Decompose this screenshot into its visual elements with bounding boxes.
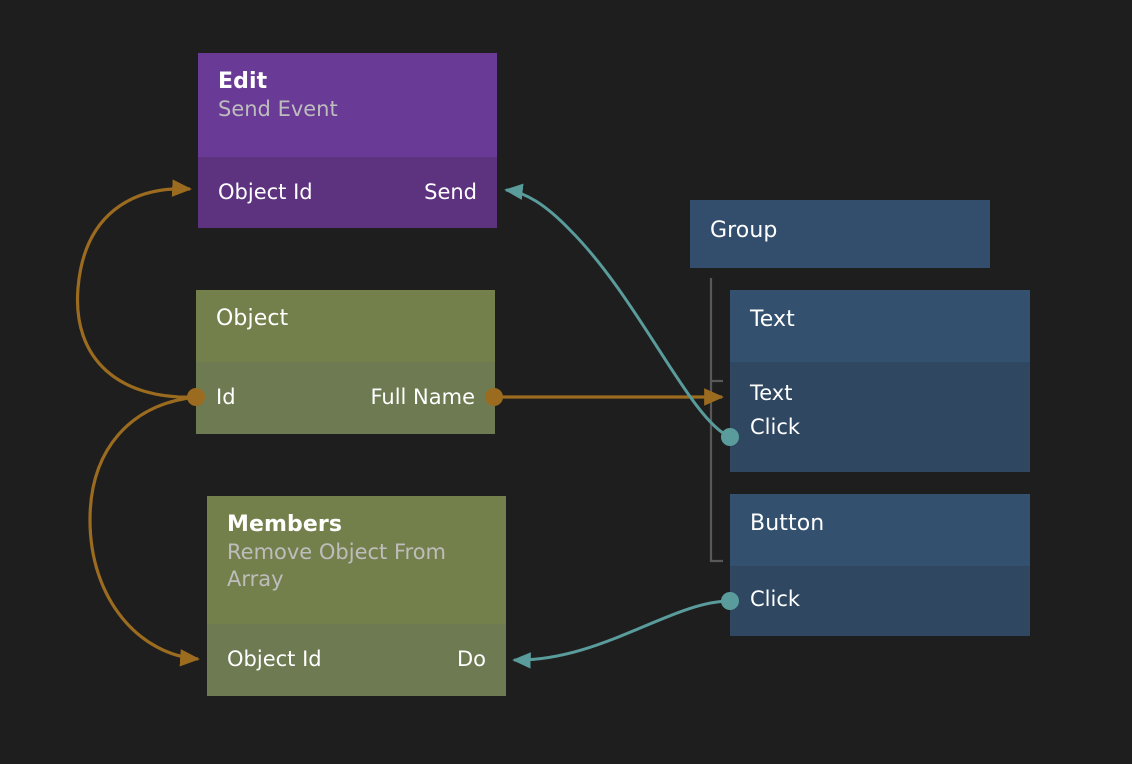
node-edit-body[interactable]: Object Id Send	[198, 157, 497, 228]
node-object-port-row: Id Full Name	[216, 380, 475, 414]
node-object-body[interactable]: Id Full Name	[196, 362, 495, 434]
node-text-title: Text	[750, 307, 795, 332]
node-members-subtitle: Remove Object From Array	[227, 539, 446, 592]
node-text-body[interactable]: Text Click	[730, 362, 1030, 472]
node-text-event-click[interactable]: Click	[750, 415, 801, 439]
group-tree-lines	[709, 278, 723, 563]
node-button[interactable]: Button Click	[730, 494, 1030, 636]
node-edit-header[interactable]: Edit Send Event	[198, 53, 497, 157]
wire-object-id-to-edit-object-id	[75, 179, 197, 399]
wire-button-click-to-members-do	[512, 599, 731, 669]
node-edit-input-object-id[interactable]: Object Id	[218, 180, 313, 204]
node-button-title: Button	[750, 511, 825, 536]
node-members-header[interactable]: Members Remove Object From Array	[207, 496, 506, 624]
node-text-port-row-click: Click	[750, 410, 1010, 444]
node-edit[interactable]: Edit Send Event Object Id Send	[198, 53, 497, 228]
node-members-port-row: Object Id Do	[227, 642, 486, 676]
node-edit-subtitle: Send Event	[218, 96, 338, 121]
node-button-port-row-click: Click	[750, 582, 1010, 616]
node-button-event-click[interactable]: Click	[750, 587, 801, 611]
node-button-body[interactable]: Click	[730, 566, 1030, 636]
node-members[interactable]: Members Remove Object From Array Object …	[207, 496, 506, 696]
node-members-input-object-id[interactable]: Object Id	[227, 647, 322, 671]
node-members-body[interactable]: Object Id Do	[207, 624, 506, 696]
node-members-output-do[interactable]: Do	[456, 647, 486, 671]
node-object-header[interactable]: Object	[196, 290, 495, 362]
port-dot-text-click[interactable]	[721, 428, 739, 446]
node-text-port-row-text: Text	[750, 376, 1010, 410]
node-button-header[interactable]: Button	[730, 494, 1030, 566]
node-members-title: Members	[227, 512, 343, 537]
node-object[interactable]: Object Id Full Name	[196, 290, 495, 434]
port-dot-object-id[interactable]	[187, 388, 205, 406]
node-object-input-id[interactable]: Id	[216, 385, 236, 409]
port-dot-button-click[interactable]	[721, 592, 739, 610]
node-group-title: Group	[710, 218, 778, 243]
node-object-title: Object	[216, 306, 289, 331]
node-edit-output-send[interactable]: Send	[424, 180, 477, 204]
node-edit-port-row: Object Id Send	[218, 175, 477, 209]
node-text-input-text[interactable]: Text	[750, 381, 793, 405]
node-group-header[interactable]: Group	[690, 200, 990, 268]
node-text-header[interactable]: Text	[730, 290, 1030, 362]
node-group[interactable]: Group	[690, 200, 990, 268]
wire-object-id-to-members-object-id	[88, 395, 200, 667]
node-edit-title: Edit	[218, 69, 268, 94]
node-text[interactable]: Text Text Click	[730, 290, 1030, 472]
node-object-output-full-name[interactable]: Full Name	[370, 385, 475, 409]
port-dot-object-full-name[interactable]	[485, 388, 503, 406]
